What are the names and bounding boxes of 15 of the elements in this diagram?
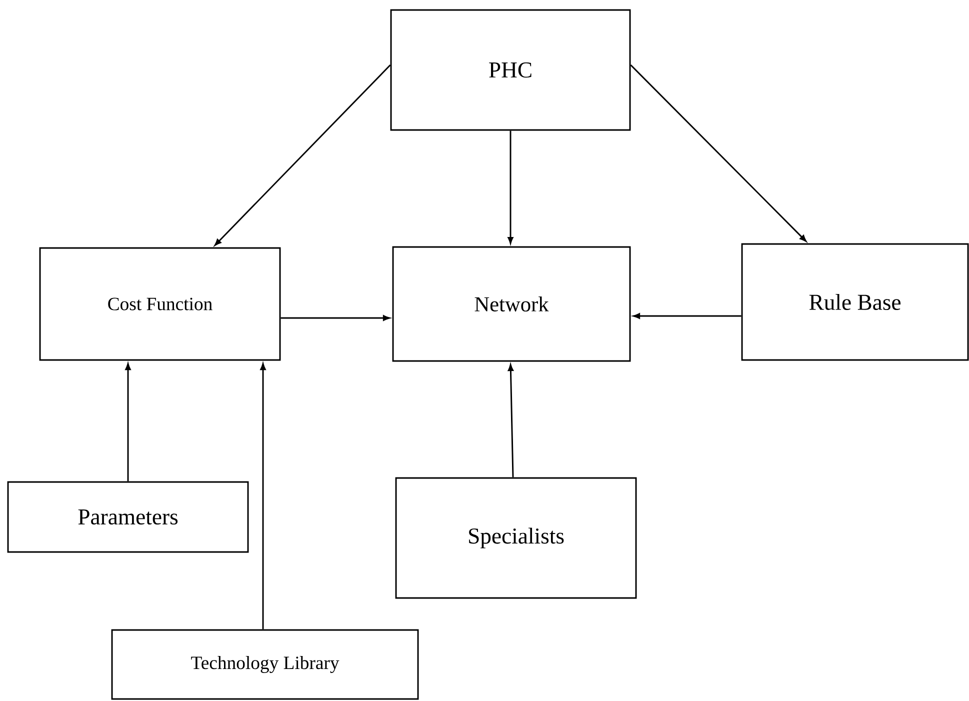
arrow	[280, 315, 390, 321]
process-box: Rule Base	[741, 243, 969, 361]
process-box: PHC	[390, 9, 631, 131]
arrow	[260, 363, 266, 630]
arrow	[214, 64, 391, 246]
process-box: Network	[392, 246, 631, 362]
arrow	[630, 64, 806, 242]
process-box: Specialists	[395, 477, 637, 599]
process-box: Cost Function	[39, 247, 281, 361]
process-box: Technology Library	[111, 629, 419, 700]
arrow	[125, 363, 131, 482]
arrow	[633, 313, 742, 319]
arrow	[508, 130, 514, 244]
process-box: Parameters	[7, 481, 249, 553]
arrow	[508, 364, 514, 478]
